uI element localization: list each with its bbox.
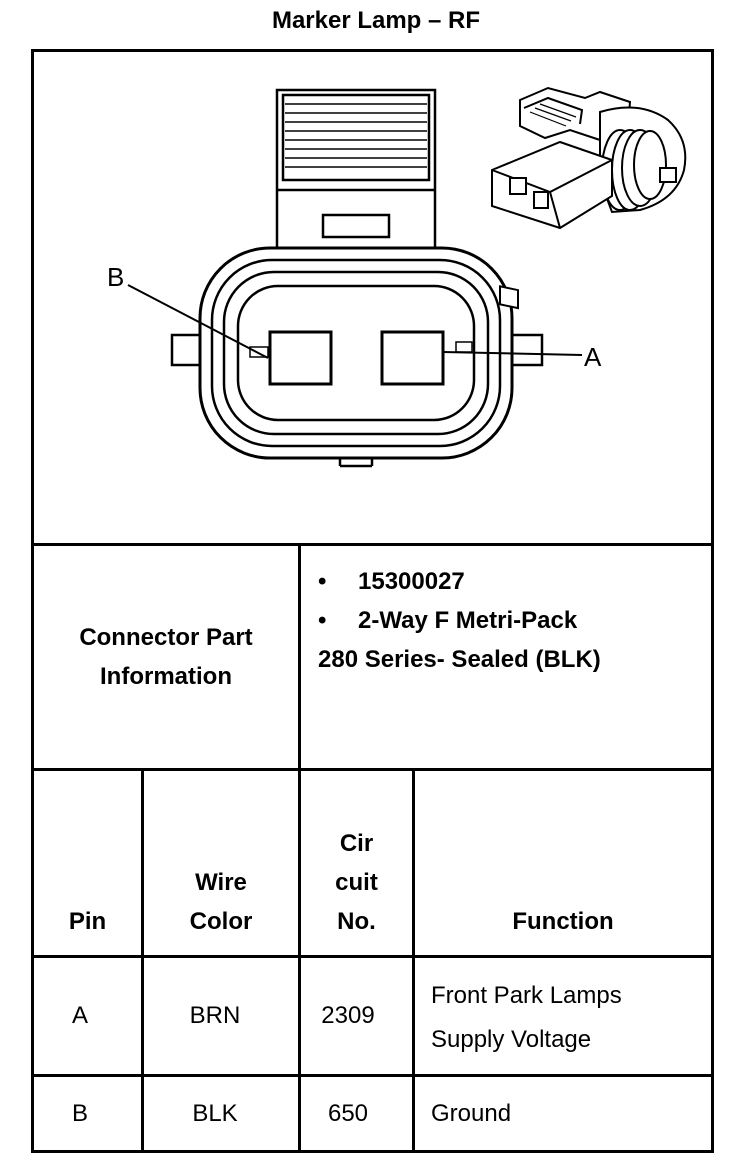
page-title: Marker Lamp – RF — [271, 7, 481, 34]
table-row-b-circuit: 650 — [327, 1099, 369, 1127]
header-pin: Pin — [68, 908, 107, 935]
part-number: 15300027 — [358, 568, 465, 595]
divider-diagram — [31, 543, 714, 546]
divider-info — [31, 768, 714, 771]
divider-col-2 — [298, 768, 301, 1153]
table-row-b-function: Ground — [431, 1099, 512, 1127]
divider-col-1 — [141, 768, 144, 1153]
divider-info-col — [298, 543, 301, 771]
connector-diagram — [127, 86, 687, 468]
bullet-icon: • — [318, 607, 327, 634]
connector-info-label: Connector Part Information — [34, 546, 298, 768]
table-row-b-wire-color: BLK — [192, 1099, 238, 1127]
table-row-a-wire-color: BRN — [189, 1002, 241, 1029]
callout-b-leader — [127, 284, 269, 359]
connector-info-details: • 15300027 • 2-Way F Metri-Pack 280 Seri… — [318, 562, 601, 679]
connector-series: 280 Series- Sealed (BLK) — [318, 646, 601, 673]
divider-row — [31, 1074, 714, 1077]
callout-a-leader — [442, 351, 583, 356]
connector-3d-icon — [491, 86, 687, 310]
table-row-a-pin: A — [71, 1002, 88, 1029]
table-row-a-circuit: 2309 — [321, 1002, 375, 1029]
connector-info-bullet: • 15300027 — [318, 562, 601, 601]
table-row-b-pin: B — [71, 1099, 88, 1127]
connector-info-label-line-1: Connector Part — [79, 624, 253, 651]
connector-info-bullet: • 2-Way F Metri-Pack — [318, 601, 601, 640]
connector-type: 2-Way F Metri-Pack — [358, 607, 578, 634]
connector-info-label-line-2: Information — [100, 663, 232, 690]
header-function: Function — [512, 908, 614, 935]
bullet-icon: • — [318, 568, 327, 595]
divider-col-3 — [412, 768, 415, 1153]
header-wire-color: Wire Color — [189, 869, 253, 935]
callout-b-label: B — [107, 262, 125, 292]
header-circuit-no: Cir cuit No. — [335, 830, 378, 935]
divider-header — [31, 955, 714, 958]
table-row-a-function: Front Park Lamps Supply Voltage — [431, 982, 622, 1053]
connector-table-frame — [31, 49, 714, 1153]
callout-a-label: A — [584, 342, 602, 372]
connector-face-icon — [170, 88, 544, 468]
